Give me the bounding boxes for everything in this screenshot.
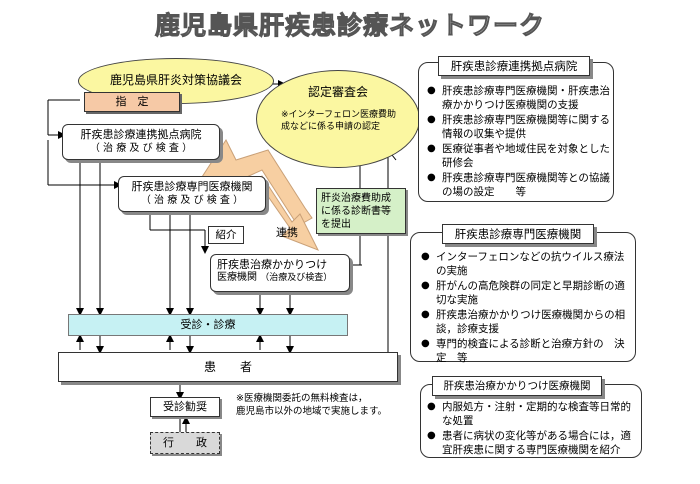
note-line1: ※医療機関委託の無料検査は， <box>236 393 368 404</box>
panel-specialist-item: インターフェロンなどの抗ウイルス療法の実施 <box>421 250 630 278</box>
diagnosis-doc-line3: を提出 <box>321 219 351 230</box>
referral-label: 紹介 <box>215 229 237 241</box>
panel-family-item: 内服処方・注射・定期的な検査等日常的な処置 <box>427 400 638 428</box>
panel-family-item: 患者に病状の変化等がある場合には，適宜肝疾患に関する専門医療機関を紹介 <box>427 429 638 457</box>
panel-specialist-list: インターフェロンなどの抗ウイルス療法の実施 肝がんの高危険群の同定と早期診断の適… <box>418 250 630 366</box>
panel-family-header: 肝疾患治療かかりつけ医療機関 <box>432 376 602 396</box>
family-doctor-name1: 肝疾患治療かかりつけ <box>217 258 328 271</box>
family-doctor-box: 肝疾患治療かかりつけ 医療機関 （治療及び検査） <box>210 254 350 292</box>
review-board-desc2: 成などに係る申請の認定 <box>281 122 381 132</box>
page-title: 鹿児島県肝疾患診療ネットワーク <box>154 11 545 41</box>
review-board-ellipse: 認定審査会 ※インターフェロン医療費助 成などに係る申請の認定 <box>256 70 420 168</box>
family-doctor-sub: （治療及び検査） <box>260 273 333 283</box>
panel-hub-list: 肝疾患診療専門医療機関・肝疾患治療かかりつけ医療機関の支援 肝疾患診療専門医療機… <box>424 84 610 200</box>
panel-hub-item: 肝疾患診療専門医療機関・肝疾患治療かかりつけ医療機関の支援 <box>427 84 610 112</box>
specialist-sub: （ 治 療 及 び 検 査 ） <box>140 195 244 206</box>
panel-specialist-item: 肝疾患治療かかりつけ医療機関からの相談，診療支援 <box>421 308 630 336</box>
consult-label: 受診・診療 <box>180 318 236 331</box>
patient-label: 患 者 <box>203 360 252 374</box>
family-doctor-name2: 医療機関 <box>217 272 257 283</box>
recommend-box: 受診勧奨 <box>150 397 220 417</box>
specialist-name: 肝疾患診療専門医療機関 <box>131 180 253 193</box>
panel-hub-header: 肝疾患診療連携拠点病院 <box>438 56 590 76</box>
admin-box: 行 政 <box>150 432 220 454</box>
panel-hub-item: 肝疾患診療専門医療機関等に関する情報の収集や提供 <box>427 113 610 141</box>
designation-box: 指 定 <box>84 92 180 112</box>
admin-label: 行 政 <box>163 436 207 449</box>
referral-label-box: 紹介 <box>208 226 244 244</box>
diagnosis-doc-box: 肝炎治療費助成 に係る診断書等 を提出 <box>316 188 406 234</box>
recommend-label: 受診勧奨 <box>163 400 207 413</box>
panel-hub-item: 肝疾患診療専門医療機関等との協議の場の設定 等 <box>427 171 610 199</box>
review-board-title: 認定審査会 <box>307 85 368 99</box>
designation-label: 指 定 <box>115 95 149 108</box>
review-board-desc1: ※インターフェロン医療費助 <box>281 110 397 120</box>
note-line2: 鹿児島市以外の地域で実施します。 <box>236 406 388 417</box>
panel-hub-item: 医療従事者や地域住民を対象とした研修会 <box>427 142 610 170</box>
panel-specialist-item: 肝がんの高危険群の同定と早期診断の適切な実施 <box>421 279 630 307</box>
hub-hospital-box: 肝疾患診療連携拠点病院 （ 治 療 及 び 検 査 ） <box>62 124 220 160</box>
consult-bar: 受診・診療 <box>68 314 348 336</box>
diagnosis-doc-line1: 肝炎治療費助成 <box>321 193 391 204</box>
panel-family-list: 内服処方・注射・定期的な検査等日常的な処置 患者に病状の変化等がある場合には，適… <box>424 400 638 458</box>
diagnosis-doc-line2: に係る診断書等 <box>321 206 391 217</box>
council-label: 鹿児島県肝炎対策協議会 <box>109 73 242 87</box>
specialist-box: 肝疾患診療専門医療機関 （ 治 療 及 び 検 査 ） <box>118 176 266 212</box>
hub-hospital-sub: （ 治 療 及 び 検 査 ） <box>89 143 193 154</box>
hub-hospital-name: 肝疾患診療連携拠点病院 <box>80 128 202 141</box>
patient-box: 患 者 <box>58 352 398 382</box>
panel-specialist-header: 肝疾患診療専門医療機関 <box>442 224 594 244</box>
panel-specialist-item: 専門的検査による診断と治療方針の 決定 等 <box>421 337 630 365</box>
cooperation-label: 連携 <box>276 226 298 239</box>
